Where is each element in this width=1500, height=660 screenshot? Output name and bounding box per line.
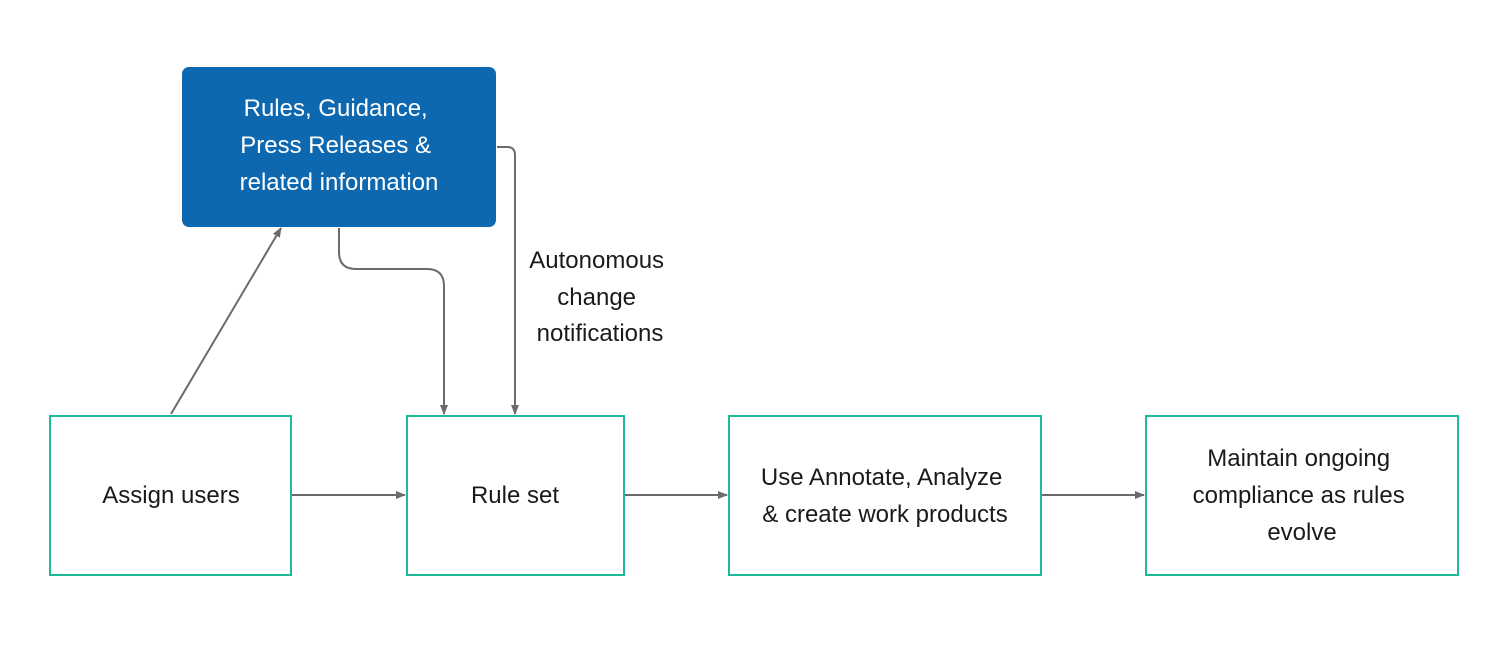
source-node-label: Rules, Guidance, Press Releases & relate… bbox=[240, 95, 439, 196]
maintain-label: Maintain ongoing compliance as rules evo… bbox=[1193, 445, 1412, 546]
assign-users-box bbox=[49, 415, 292, 576]
rule-set-node: Rule set bbox=[406, 415, 625, 576]
maintain-line-2: compliance as rules bbox=[1193, 482, 1405, 509]
source-node-line-1: Rules, Guidance, bbox=[244, 95, 428, 122]
source-node-line-3: related information bbox=[240, 169, 439, 196]
maintain-line-1: Maintain ongoing bbox=[1207, 445, 1390, 472]
assign-users-line-1: Assign users bbox=[102, 482, 239, 509]
rule-set-line-1: Rule set bbox=[471, 482, 559, 509]
arrow-source-to-ruleset bbox=[338, 228, 448, 415]
source-node: Rules, Guidance, Press Releases & relate… bbox=[182, 67, 496, 227]
source-node-box bbox=[182, 67, 496, 227]
source-node-line-2: Press Releases & bbox=[240, 132, 431, 159]
arrow-notifications-to-ruleset bbox=[497, 146, 519, 415]
rule-set-box bbox=[406, 415, 625, 576]
assign-users-label: Assign users bbox=[102, 482, 239, 509]
maintain-line-3: evolve bbox=[1267, 519, 1336, 546]
maintain-box bbox=[1145, 415, 1459, 576]
annotate-label: Use Annotate, Analyze & create work prod… bbox=[761, 464, 1009, 528]
arrow-assign-to-source bbox=[170, 227, 282, 415]
annotate-box bbox=[728, 415, 1042, 576]
notifications-edge-label: Autonomous change notifications bbox=[529, 247, 670, 347]
connectors bbox=[170, 146, 1145, 499]
rule-set-label: Rule set bbox=[471, 482, 559, 509]
maintain-node: Maintain ongoing compliance as rules evo… bbox=[1145, 415, 1459, 576]
notifications-label-line-3: notifications bbox=[537, 320, 664, 347]
annotate-line-1: Use Annotate, Analyze bbox=[761, 464, 1003, 491]
annotate-node: Use Annotate, Analyze & create work prod… bbox=[728, 415, 1042, 576]
notifications-label-line-1: Autonomous bbox=[529, 247, 664, 274]
assign-users-node: Assign users bbox=[49, 415, 292, 576]
annotate-line-2: & create work products bbox=[762, 501, 1007, 528]
notifications-label-line-2: change bbox=[557, 284, 636, 311]
